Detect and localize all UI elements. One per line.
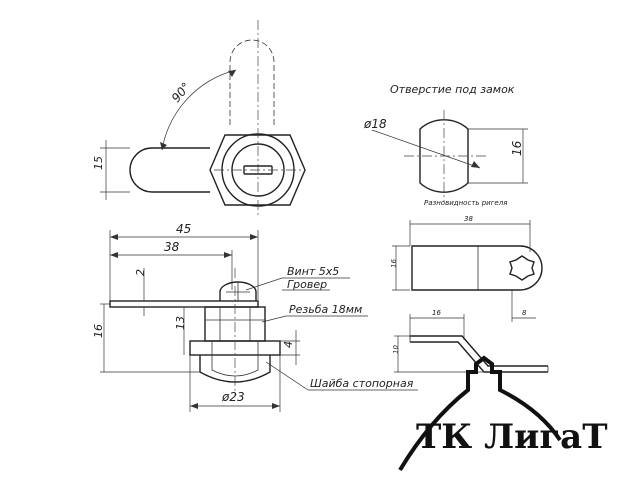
washer-label: Шайба стопорная <box>310 377 414 390</box>
hole-dia-label: ø18 <box>363 117 387 131</box>
dim-45-label: 45 <box>176 222 191 236</box>
brand-logo: ТК ЛигаТ <box>398 355 608 472</box>
angle-90-label: 90° <box>169 80 193 105</box>
var-16-label: 16 <box>390 259 398 268</box>
hole-view: Отверстие под замок ø18 16 <box>363 83 528 202</box>
dim-2-label: 2 <box>134 269 147 276</box>
dim-23-label: ø23 <box>221 390 245 404</box>
dim-16-left-label: 16 <box>92 324 105 338</box>
dim-4-label: 4 <box>282 341 295 348</box>
hole-title: Отверстие под замок <box>390 83 515 96</box>
var-8-label: 8 <box>522 309 527 317</box>
grover-label: Гровер <box>287 278 327 291</box>
screw-label: Винт 5x5 <box>287 265 339 278</box>
cam-variant-view: Разновидность ригеля 38 16 8 <box>390 199 543 322</box>
dim-13-label: 13 <box>174 316 187 330</box>
dim-15-label: 15 <box>92 156 105 170</box>
logo-roof-icon <box>398 355 562 472</box>
bent-cam-view: 16 10 <box>392 309 549 373</box>
front-view: 90° 15 <box>92 20 306 215</box>
dim-38-label: 38 <box>164 240 180 254</box>
side-view: 45 38 2 16 <box>92 222 418 412</box>
side-16-label: 16 <box>432 309 441 317</box>
hole-16-label: 16 <box>510 140 524 156</box>
var-38-label: 38 <box>464 215 473 223</box>
thread-label: Резьба 18мм <box>289 303 362 316</box>
side-10-label: 10 <box>392 345 400 354</box>
variant-title: Разновидность ригеля <box>424 199 507 207</box>
brand-name: ТК ЛигаТ <box>416 417 608 457</box>
